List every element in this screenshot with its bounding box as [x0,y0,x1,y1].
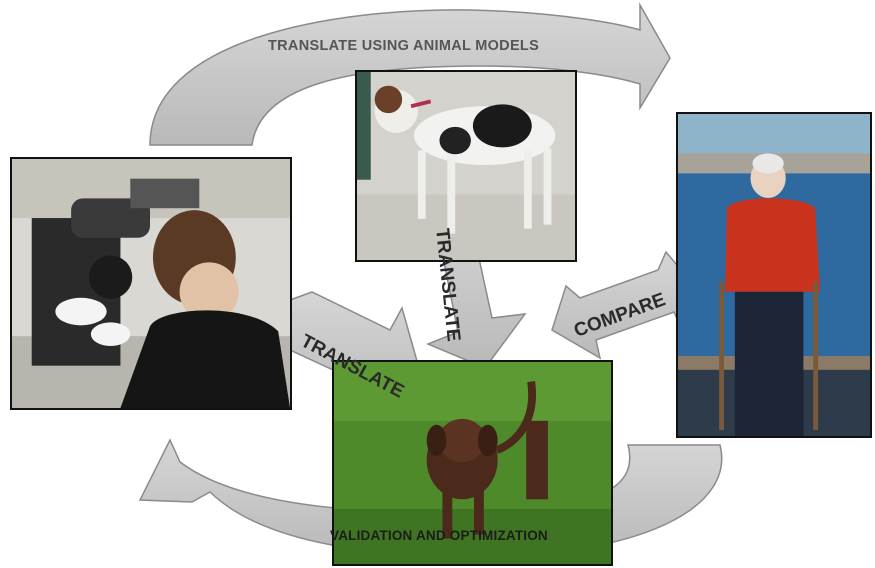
photo-man-harbor [676,112,872,438]
photo-researcher-microscope [10,157,292,410]
photo-brown-dog [332,360,613,566]
photo-beagle [355,70,577,262]
label-validation-optimization: VALIDATION AND OPTIMIZATION [330,528,548,543]
label-translate-animal-models: TRANSLATE USING ANIMAL MODELS [268,38,540,54]
